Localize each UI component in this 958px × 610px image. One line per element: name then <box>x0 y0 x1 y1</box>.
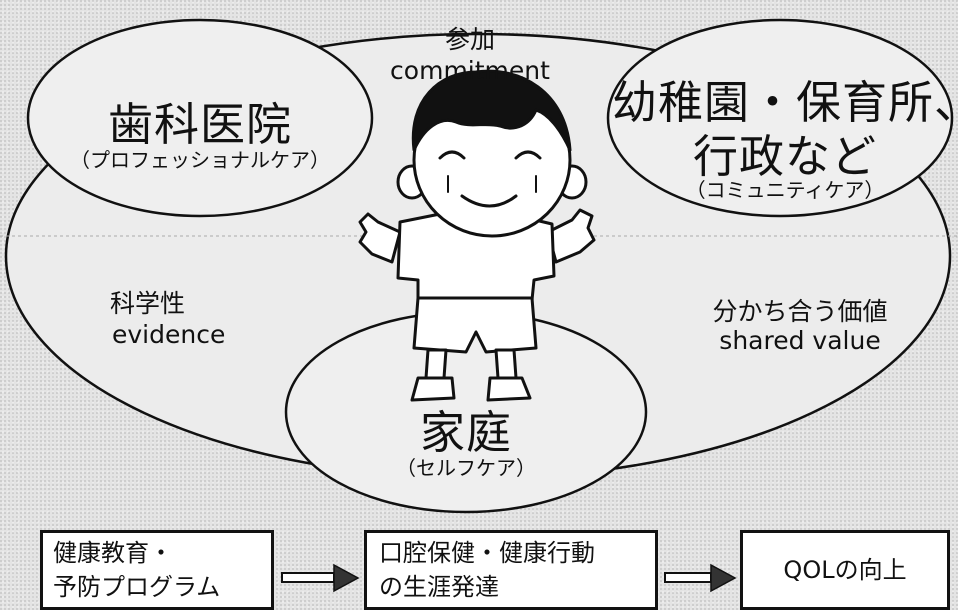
flow-box-oral-health: 口腔保健・健康行動 の生涯発達 <box>364 530 658 610</box>
child-left-leg <box>424 348 448 380</box>
child-hair <box>411 69 572 152</box>
shared-label-ja: 分かち合う価値 <box>712 297 888 326</box>
clinic-title: 歯科医院 <box>107 98 292 151</box>
flow-box-oral-health-line1: 口腔保健・健康行動 <box>379 539 595 567</box>
clinic-subtitle: （プロフェッショナルケア） <box>70 148 330 172</box>
participation-label-ja: 参加 <box>444 25 495 54</box>
flow-box-qol-label: QOLの向上 <box>783 556 907 584</box>
child-right-arm <box>546 208 596 264</box>
participation-label-en: commitment <box>390 56 550 85</box>
child-right-shoe <box>486 376 532 402</box>
child-left-arm <box>358 212 402 264</box>
child-right-leg <box>494 348 518 380</box>
home-title: 家庭 <box>419 406 512 459</box>
shared-label-en: shared value <box>719 326 881 355</box>
flow-box-qol: QOLの向上 <box>740 530 950 610</box>
flow-arrow-1 <box>281 563 360 593</box>
child-left-eye <box>438 150 466 160</box>
flow-box-education-line2: 予防プログラム <box>53 573 221 601</box>
clinic-circle <box>26 18 374 218</box>
flow-box-education-line1: 健康教育・ <box>53 539 173 567</box>
community-circle <box>606 18 954 218</box>
community-title-line2: 行政など <box>692 130 877 183</box>
flow-arrow-2 <box>664 563 737 593</box>
flow-box-oral-health-line2: の生涯発達 <box>379 573 499 601</box>
child-left-shoe <box>410 376 456 402</box>
community-title-line1: 幼稚園・保育所、 <box>612 76 958 129</box>
child-right-eye <box>514 150 542 160</box>
child-smile <box>460 194 518 208</box>
science-label-en: evidence <box>112 320 226 349</box>
child-illustration <box>358 69 596 402</box>
community-subtitle: （コミュニティケア） <box>685 178 885 202</box>
science-label-ja: 科学性 <box>110 289 186 318</box>
flow-box-education: 健康教育・ 予防プログラム <box>40 530 274 610</box>
child-shorts <box>412 296 538 354</box>
home-subtitle: （セルフケア） <box>396 456 536 480</box>
